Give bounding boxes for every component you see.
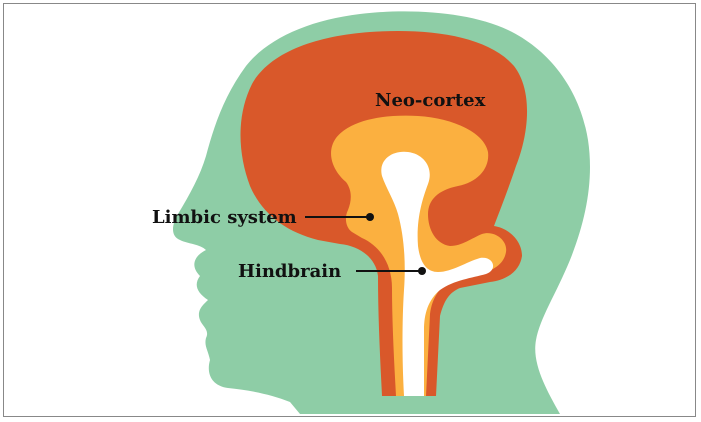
neocortex-label: Neo-cortex xyxy=(375,90,486,111)
hindbrain-label: Hindbrain xyxy=(238,261,341,282)
hindbrain-region xyxy=(381,151,494,396)
image-frame xyxy=(3,3,696,417)
hindbrain-leader-dot xyxy=(418,267,426,275)
limbic-system-label: Limbic system xyxy=(152,207,297,228)
limbic-leader-dot xyxy=(366,213,374,221)
